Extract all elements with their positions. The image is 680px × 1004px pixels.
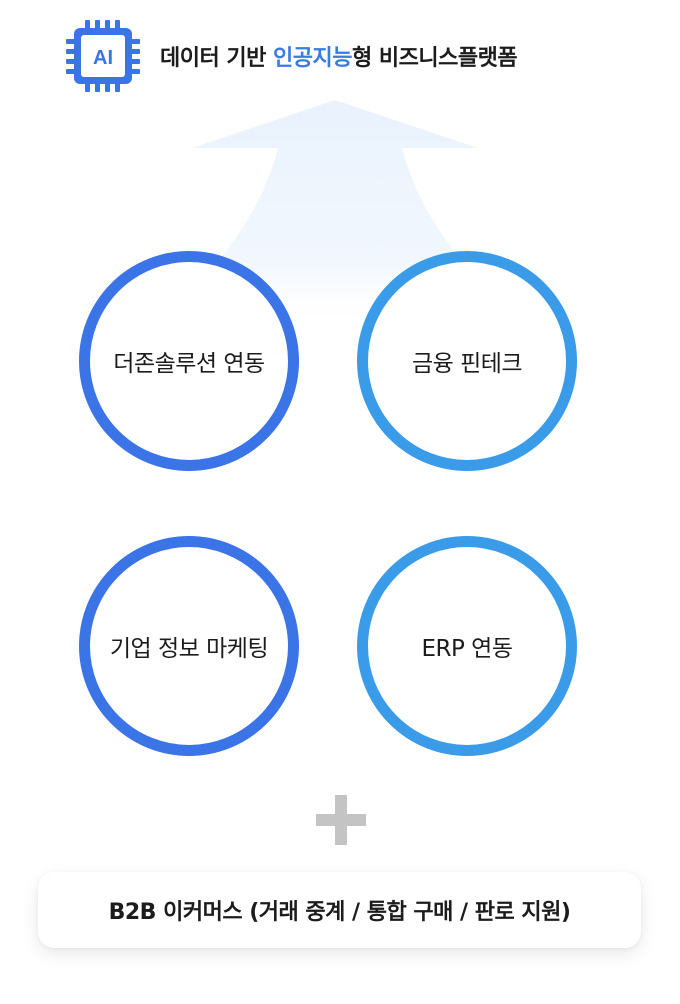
circle-label: 금융 핀테크	[411, 351, 523, 377]
circle-duzon-integration: 더존솔루션 연동	[79, 251, 299, 471]
header: AI 데이터 기반 인공지능형 비즈니스플랫폼	[64, 18, 518, 94]
title-suffix: 형 비즈니스플랫폼	[352, 46, 518, 71]
b2b-commerce-box: B2B 이커머스 (거래 중계 / 통합 구매 / 판로 지원)	[38, 872, 641, 948]
circle-label: 더존솔루션 연동	[113, 351, 265, 377]
title-prefix: 데이터 기반	[160, 46, 274, 71]
ai-chip-icon: AI	[64, 18, 142, 94]
circle-fintech: 금융 핀테크	[357, 251, 577, 471]
circle-erp-integration: ERP 연동	[357, 536, 577, 756]
title-accent: 인공지능	[273, 46, 352, 71]
circle-label: 기업 정보 마케팅	[109, 636, 269, 662]
circle-corporate-marketing: 기업 정보 마케팅	[79, 536, 299, 756]
b2b-label: B2B 이커머스 (거래 중계 / 통합 구매 / 판로 지원)	[108, 900, 571, 925]
chip-label: AI	[93, 47, 113, 69]
plus-icon	[316, 795, 366, 845]
circle-label: ERP 연동	[421, 636, 513, 662]
page-title: 데이터 기반 인공지능형 비즈니스플랫폼	[160, 40, 518, 72]
